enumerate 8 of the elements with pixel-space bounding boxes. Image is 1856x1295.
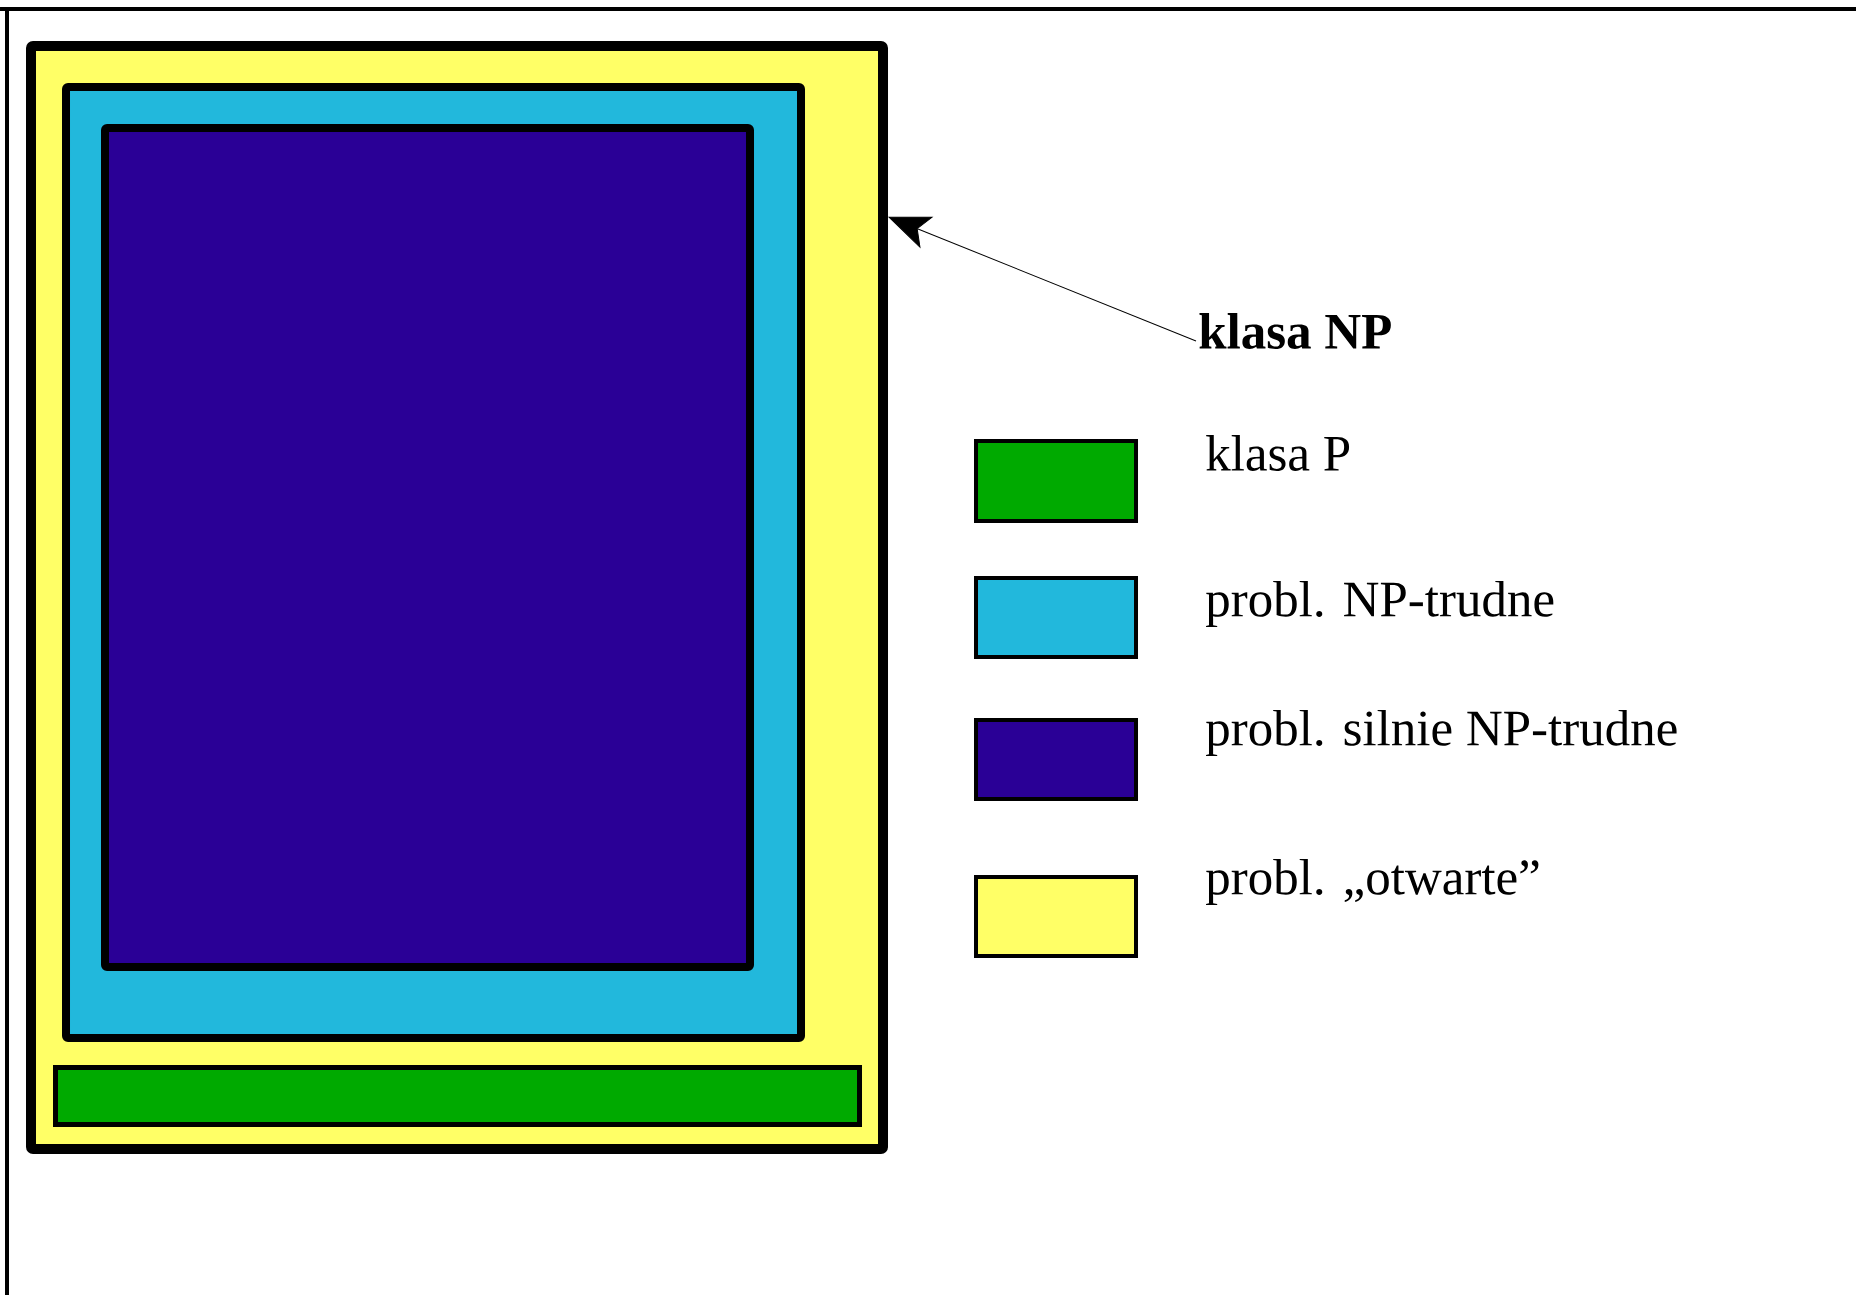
arrow xyxy=(888,216,1197,342)
legend-label: probl. „otwarte” xyxy=(1206,858,1539,906)
nested-box xyxy=(101,124,754,971)
legend-label: probl. silnie NP-trudne xyxy=(1206,709,1677,757)
legend-label: probl. NP-trudne xyxy=(1206,580,1554,628)
bar xyxy=(53,1065,862,1127)
callout-label: klasa NP xyxy=(1199,313,1391,349)
legend-label: klasa P xyxy=(1206,435,1350,471)
